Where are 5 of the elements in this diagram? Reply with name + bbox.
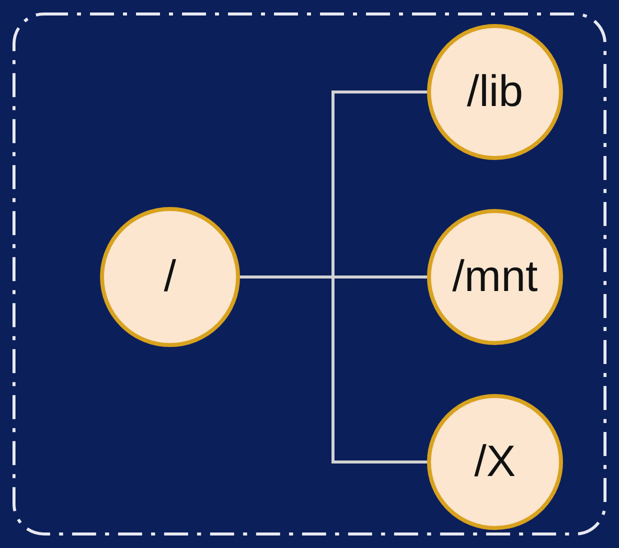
directory-circle: / — [100, 207, 240, 347]
directory-circle: /mnt — [427, 209, 563, 345]
connector-line — [240, 276, 427, 464]
directory-circle: /lib — [427, 24, 563, 160]
directory-circle: /X — [427, 394, 563, 530]
